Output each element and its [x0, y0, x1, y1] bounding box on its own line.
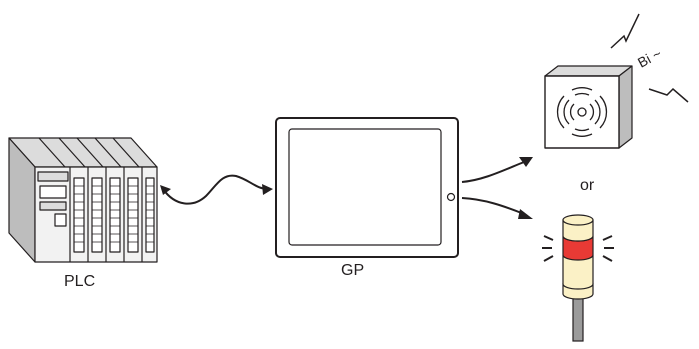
plc-label: PLC [64, 273, 95, 290]
signal-tower-icon [562, 214, 594, 342]
sound-label: Bi ~ [635, 45, 664, 71]
gp-label: GP [341, 262, 364, 279]
output-arrows [461, 157, 533, 219]
gp-power-led-icon [446, 192, 456, 202]
or-label: or [580, 177, 595, 194]
arrow-to-tower-icon [518, 209, 533, 219]
arrow-to-buzzer-icon [519, 157, 533, 167]
communication-cable [160, 174, 273, 205]
gp-display-icon [275, 117, 459, 258]
buzzer-icon [544, 65, 633, 149]
arrowhead-left-icon [160, 185, 171, 195]
light-rays-icon [542, 235, 614, 262]
plc-icon [8, 137, 158, 263]
sound-lightning-icon [610, 13, 689, 103]
arrowhead-right-icon [262, 184, 273, 195]
